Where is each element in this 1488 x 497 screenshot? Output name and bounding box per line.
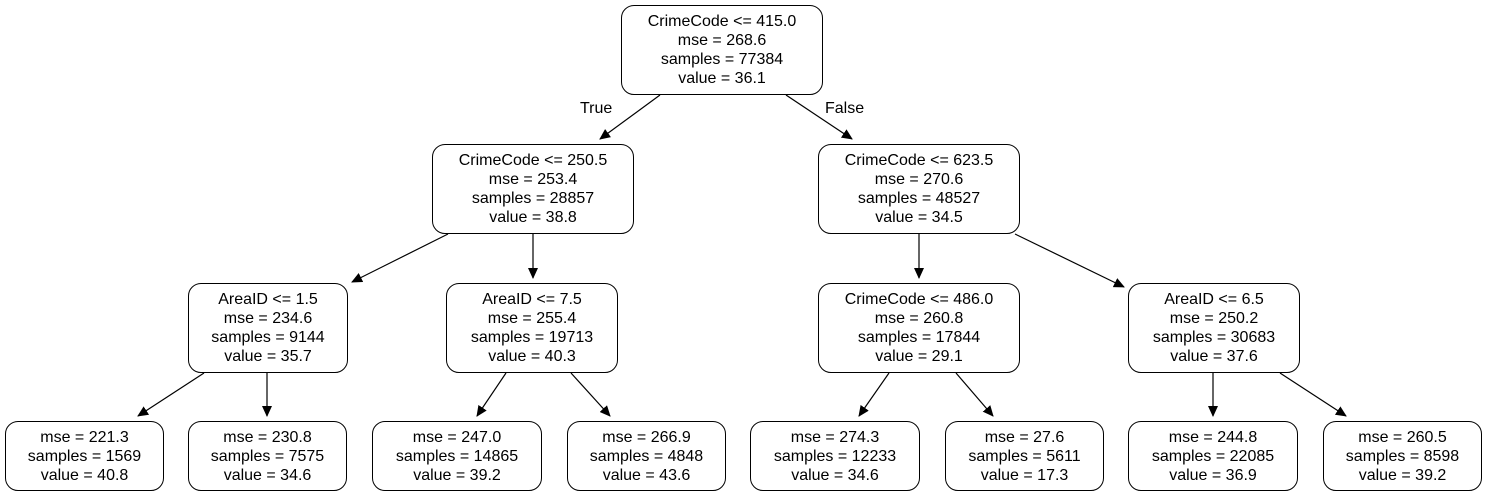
edge-ll-lll: [137, 372, 205, 417]
node-line: value = 40.3: [488, 348, 576, 365]
tree-node-rl: CrimeCode <= 486.0 mse = 260.8 samples = 1…: [818, 283, 1020, 373]
node-line: mse = 234.6: [223, 310, 313, 327]
edge-l-ll: [351, 233, 449, 283]
node-line: value = 35.7: [224, 348, 312, 365]
node-line: value = 40.8: [40, 466, 129, 484]
edge-lr-lrl: [476, 372, 507, 417]
node-line: value = 43.6: [602, 466, 691, 484]
node-line: AreaID <= 6.5: [1164, 291, 1264, 308]
node-line: mse = 247.0: [412, 428, 502, 446]
node-line: mse = 255.4: [487, 310, 577, 327]
node-line: mse = 27.6: [984, 428, 1065, 446]
node-line: samples = 28857: [471, 190, 595, 207]
node-line: samples = 77384: [660, 51, 784, 68]
node-line: CrimeCode <= 415.0: [647, 13, 797, 30]
node-line: AreaID <= 1.5: [218, 291, 318, 308]
false-branch-label: False: [825, 100, 865, 117]
node-line: value = 34.5: [875, 209, 963, 226]
tree-node-ll: AreaID <= 1.5 mse = 234.6 samples = 9144 va…: [188, 283, 348, 373]
node-line: mse = 270.6: [874, 171, 964, 188]
node-line: CrimeCode <= 486.0: [844, 291, 994, 308]
node-line: mse = 250.2: [1169, 310, 1259, 327]
node-line: samples = 48527: [857, 190, 981, 207]
edge-rl-rll: [858, 372, 890, 417]
edge-root-r: [785, 94, 853, 140]
node-line: CrimeCode <= 623.5: [844, 152, 994, 169]
edge-r-rr: [1014, 233, 1125, 288]
tree-node-rr: AreaID <= 6.5 mse = 250.2 samples = 30683 v…: [1128, 283, 1300, 373]
edge-lr-lrr: [570, 372, 611, 417]
node-line: mse = 244.8: [1168, 428, 1258, 446]
node-line: samples = 4848: [589, 447, 704, 465]
node-line: CrimeCode <= 250.5: [458, 152, 608, 169]
node-line: mse = 253.4: [488, 171, 578, 188]
node-line: samples = 1569: [27, 447, 142, 465]
node-line: value = 36.9: [1169, 466, 1257, 484]
node-line: value = 38.8: [489, 209, 577, 226]
tree-node-lr: AreaID <= 7.5 mse = 255.4 samples = 19713 v…: [446, 283, 618, 373]
node-line: value = 36.1: [678, 70, 766, 87]
node-line: AreaID <= 7.5: [482, 291, 582, 308]
node-line: samples = 7575: [210, 447, 325, 465]
node-line: value = 29.1: [875, 348, 963, 365]
tree-node-r: CrimeCode <= 623.5 mse = 270.6 samples = 4…: [818, 144, 1020, 234]
node-line: mse = 274.3: [790, 428, 880, 446]
node-line: samples = 14865: [395, 447, 519, 465]
node-line: mse = 230.8: [223, 428, 312, 446]
node-line: samples = 8598: [1345, 447, 1460, 465]
node-line: mse = 260.8: [874, 310, 964, 327]
node-line: samples = 17844: [857, 329, 981, 346]
node-line: mse = 260.5: [1358, 428, 1447, 446]
node-line: value = 34.6: [791, 466, 879, 484]
node-line: samples = 22085: [1151, 447, 1275, 465]
node-line: samples = 30683: [1152, 329, 1276, 346]
tree-node-root: CrimeCode <= 415.0 mse = 268.6 samples = 7…: [621, 5, 823, 95]
node-line: mse = 268.6: [677, 32, 767, 49]
node-line: samples = 12233: [773, 447, 897, 465]
node-line: value = 39.2: [413, 466, 501, 484]
node-line: mse = 266.9: [602, 428, 691, 446]
edge-rr-rrr: [1279, 372, 1347, 417]
node-line: samples = 9144: [211, 329, 325, 346]
node-line: samples = 19713: [470, 329, 594, 346]
node-line: value = 34.6: [223, 466, 312, 484]
node-line: value = 39.2: [1358, 466, 1447, 484]
true-branch-label: True: [580, 100, 613, 117]
node-line: value = 37.6: [1170, 348, 1258, 365]
edge-rl-rlr: [955, 372, 994, 417]
node-line: samples = 5611: [968, 447, 1081, 465]
node-line: mse = 221.3: [40, 428, 129, 446]
edge-root-l: [599, 94, 661, 140]
node-line: value = 17.3: [980, 466, 1069, 484]
tree-node-l: CrimeCode <= 250.5 mse = 253.4 samples = 2…: [432, 144, 634, 234]
